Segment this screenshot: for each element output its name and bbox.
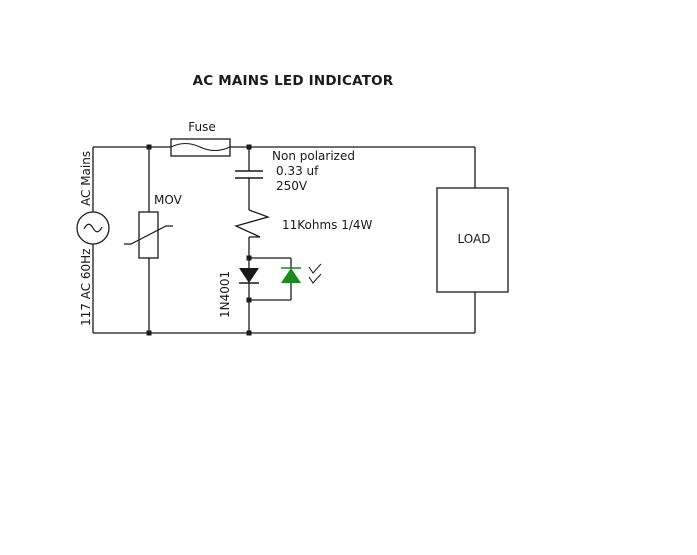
junction-dot — [246, 297, 252, 303]
ac-source-label: AC Mains — [79, 151, 93, 206]
junction-dot — [246, 330, 252, 336]
junction-dot — [246, 144, 252, 150]
wiring — [92, 146, 476, 334]
ac-source-rating: 117 AC 60Hz — [79, 248, 93, 326]
mov-symbol — [124, 211, 173, 259]
junction-dot — [246, 255, 252, 261]
mov-label: MOV — [154, 193, 183, 207]
capacitor-voltage-label: 250V — [276, 179, 308, 193]
load-box — [436, 187, 509, 293]
junction-dot — [146, 330, 152, 336]
led-light-arrows-icon — [308, 263, 322, 284]
capacitor-type-label: Non polarized — [272, 149, 355, 163]
junction-dots — [146, 144, 252, 336]
junction-dot — [146, 144, 152, 150]
capacitor-symbol — [235, 170, 263, 179]
diode-symbol — [239, 268, 259, 284]
capacitor-value-label: 0.33 uf — [276, 164, 319, 178]
diagram-title: AC MAINS LED INDICATOR — [193, 73, 394, 89]
fuse-symbol — [170, 138, 231, 157]
diode-label: 1N4001 — [218, 271, 232, 318]
fuse-label: Fuse — [188, 120, 216, 134]
resistor-label: 11Kohms 1/4W — [282, 218, 373, 232]
led-symbol — [281, 267, 301, 283]
ac-source-symbol — [76, 211, 110, 245]
resistor-symbol — [234, 209, 271, 238]
load-label: LOAD — [458, 232, 491, 246]
